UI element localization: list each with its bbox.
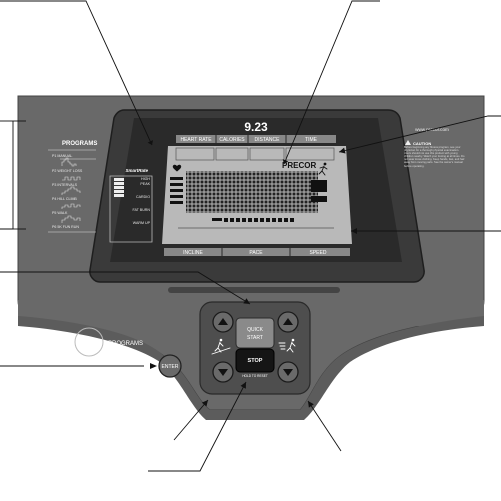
stop-button[interactable] [235, 348, 275, 373]
lcd-left-bar [170, 183, 183, 186]
lcd-track-indicator [212, 218, 294, 222]
programs-title: PROGRAMS [62, 141, 97, 147]
programs-list: P1 MANUAL P2 WEIGHT LOSS P3 INTERVALS P4… [48, 149, 96, 233]
lcd-right-block [311, 196, 327, 202]
programs-button-label: PROGRAMS [108, 341, 143, 347]
program-item: P2 WEIGHT LOSS [52, 169, 83, 173]
tab-calories: CALORIES [219, 137, 245, 143]
zone-cardio: CARDIO [136, 195, 150, 199]
lcd-value-slots [175, 147, 335, 161]
zone-high: HIGH [141, 177, 150, 181]
lcd-left-bar [170, 177, 183, 180]
incline-down-button[interactable] [212, 361, 234, 383]
top-tabs: HEART RATE CALORIES DISTANCE TIME [176, 135, 336, 143]
tab-pace: PACE [249, 250, 263, 256]
zone-peak: PEAK [140, 182, 150, 186]
tab-speed: SPEED [310, 250, 327, 256]
program-item: P1 MANUAL [52, 154, 72, 158]
console-edge [18, 316, 484, 420]
stop-label: STOP [248, 358, 263, 364]
caution-panel: CAUTION Before beginning any fitness pro… [404, 140, 465, 168]
bottom-tabs: INCLINE PACE SPEED [164, 248, 350, 256]
quick-start-button[interactable] [235, 317, 275, 349]
hold-to-reset-label: HOLD TO RESET [242, 374, 268, 378]
incline-up-button[interactable] [212, 311, 234, 333]
lcd-dot-matrix [186, 171, 318, 213]
lcd-left-bar [170, 189, 183, 192]
arrow-up-icon [283, 318, 293, 325]
speed-icon [278, 338, 296, 353]
programs-button[interactable] [74, 327, 104, 357]
incline-icon [211, 338, 231, 355]
program-item: P5 WALK [52, 211, 68, 215]
console-slot [168, 287, 340, 293]
program-item: P4 HILL CLIMB [52, 197, 77, 201]
arrow-up-icon [218, 318, 228, 325]
quick-label: QUICK [247, 327, 264, 333]
arrow-down-icon [218, 369, 228, 376]
speed-up-button[interactable] [277, 311, 299, 333]
zone-warm-up: WARM UP [133, 221, 151, 225]
runner-icon [318, 162, 328, 176]
hr-zone-panel: HIGH PEAK CARDIO FAT BURN WARM UP [109, 175, 153, 243]
callout-lines [0, 0, 501, 472]
arrow-down-icon [283, 369, 293, 376]
start-label: START [247, 335, 263, 341]
lcd-right-block [311, 180, 327, 192]
enter-button[interactable] [158, 354, 182, 378]
enter-button-label: ENTER [162, 364, 179, 370]
caution-title: CAUTION [413, 141, 431, 146]
program-item: P3 INTERVALS [52, 183, 78, 187]
brand-logo: PRECOR [282, 161, 316, 170]
time-readout: 9.23 [244, 120, 268, 134]
speed-down-button[interactable] [277, 361, 299, 383]
smartrate-label: SmartRate [125, 168, 148, 173]
tab-incline: INCLINE [183, 250, 203, 256]
lcd-left-bar [170, 195, 183, 198]
caution-text: Before beginning any fitness program, se… [404, 146, 465, 168]
zone-fat-burn: FAT BURN [133, 208, 151, 212]
callout-arrowheads [147, 140, 357, 408]
tab-distance: DISTANCE [255, 137, 281, 143]
heart-icon [172, 164, 182, 172]
program-item: P6 5K FUN RUN [52, 225, 79, 229]
lcd-left-bar [170, 201, 183, 204]
tab-time: TIME [305, 137, 318, 143]
tab-heart-rate: HEART RATE [180, 137, 212, 143]
